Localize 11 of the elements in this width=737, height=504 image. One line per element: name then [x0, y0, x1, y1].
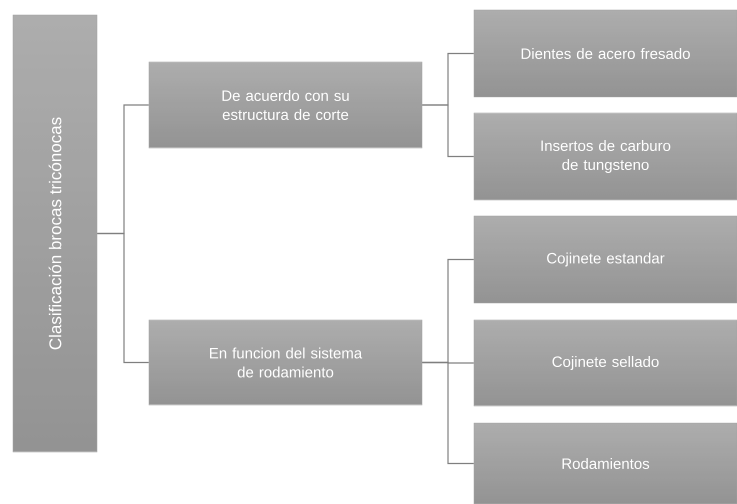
category-box: En funcion del sistema de rodamiento [148, 320, 422, 406]
category-box: Insertos de carburo de tungsteno [474, 112, 737, 200]
connector-line [422, 362, 474, 464]
category-box: Cojinete sellado [474, 320, 737, 406]
category-box: De acuerdo con su estructura de corte [148, 62, 422, 148]
category-box: Clasificación brocas tricónocas [12, 14, 98, 452]
category-box: Dientes de acero fresado [474, 10, 737, 98]
connector-line [422, 104, 474, 158]
category-box: Cojinete estandar [474, 216, 737, 304]
connector-line [97, 232, 149, 364]
category-box: Rodamientos [474, 422, 737, 504]
